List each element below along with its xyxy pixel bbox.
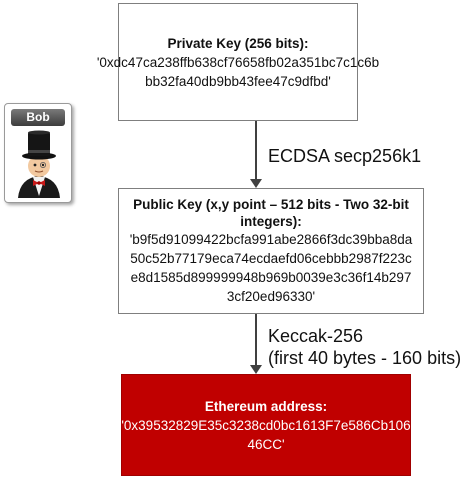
ethereum-address-box: Ethereum address: '0x39532829E35c3238cd0…: [121, 374, 411, 476]
ethereum-address-line: 46CC': [247, 436, 285, 452]
arrow-2-head: [250, 365, 262, 374]
public-key-line: e8d1585d899999948b969b0039e3c36f14b297: [130, 270, 412, 285]
arrow-2-label-line-1: Keccak-256: [268, 326, 364, 346]
private-key-line: '0xdc47ca238ffb638cf76658fb02a351bc7c1c6…: [96, 54, 380, 70]
public-key-line: 'b9f5d91099422bcfa991abe2866f3dc39bba8da: [129, 232, 413, 247]
public-key-line: 50c52b77179eca74ecdaefd06cebbb2987f223c: [130, 251, 412, 266]
ethereum-address-line: '0x39532829E35c3238cd0bc1613F7e586Cb106: [121, 417, 411, 433]
ethereum-address-value: '0x39532829E35c3238cd0bc1613F7e586Cb106 …: [121, 416, 410, 454]
private-key-line: bb32fa40db9bb43fee47c9dfbd': [145, 73, 331, 89]
bob-card: Bob: [4, 103, 72, 203]
private-key-box: Private Key (256 bits): '0xdc47ca238ffb6…: [97, 3, 379, 121]
ethereum-address-title: Ethereum address:: [204, 398, 328, 414]
arrow-1-label: ECDSA secp256k1: [268, 146, 422, 166]
public-key-title-line: Public Key (x,y point – 512 bits - Two 3…: [133, 197, 409, 212]
arrow-1-line: [255, 121, 257, 179]
top-hat-person-icon: [18, 130, 60, 198]
public-key-box: Public Key (x,y point – 512 bits - Two 3…: [118, 188, 424, 314]
private-key-value: '0xdc47ca238ffb638cf76658fb02a351bc7c1c6…: [97, 53, 379, 91]
public-key-value: 'b9f5d91099422bcfa991abe2866f3dc39bba8da…: [130, 230, 413, 306]
arrow-2-label-line-2: (first 40 bytes - 160 bits): [268, 348, 462, 368]
public-key-line: 3cf20ed96330': [226, 289, 316, 304]
public-key-title: Public Key (x,y point – 512 bits - Two 3…: [133, 196, 409, 230]
private-key-title: Private Key (256 bits):: [167, 35, 309, 51]
bob-label: Bob: [11, 109, 65, 126]
public-key-title-line: integers):: [240, 214, 302, 229]
arrow-1-head: [250, 179, 262, 188]
arrow-2-line: [255, 314, 257, 365]
